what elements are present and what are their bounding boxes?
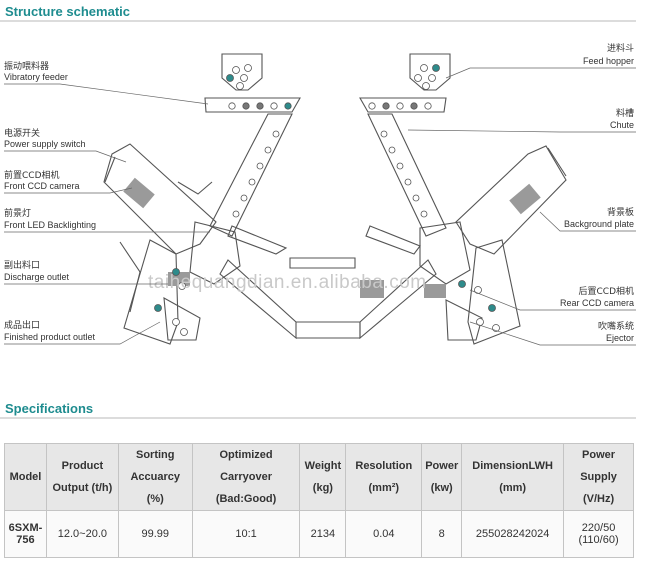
right-feeder-tray xyxy=(359,97,447,113)
right-labels: 进料斗 Feed hopper 料槽 Chute 背景板 Background … xyxy=(560,42,634,343)
left-camera-housing xyxy=(103,143,217,255)
left-feeder-tray xyxy=(204,97,301,113)
label-chute-cn: 料槽 xyxy=(616,107,634,119)
label-finished-outlet-en: Finished product outlet xyxy=(4,332,96,342)
header-model: Model xyxy=(4,443,47,511)
label-discharge-outlet-en: Discharge outlet xyxy=(4,272,70,282)
header-dimension: DimensionLWH(mm) xyxy=(461,443,565,511)
cell-resolution: 0.04 xyxy=(345,510,423,558)
right-inspection-block xyxy=(419,221,471,285)
label-front-camera-cn: 前置CCD相机 xyxy=(4,169,60,181)
label-front-led-en: Front LED Backlighting xyxy=(4,220,96,230)
structure-schematic: taihequangdian.en.alibaba.com 振动喂料器 Vibr… xyxy=(4,42,636,346)
label-background-plate-cn: 背景板 xyxy=(607,206,634,218)
cell-dimension: 255028242024 xyxy=(461,510,565,558)
label-feed-hopper-cn: 进料斗 xyxy=(607,42,634,54)
right-camera-housing xyxy=(455,145,567,255)
label-power-switch-en: Power supply switch xyxy=(4,139,86,149)
label-feed-hopper-en: Feed hopper xyxy=(583,56,634,66)
watermark: taihequangdian.en.alibaba.com xyxy=(148,272,427,293)
cell-carryover: 10:1 xyxy=(191,510,301,558)
label-finished-outlet-cn: 成品出口 xyxy=(4,319,40,331)
label-rear-camera-cn: 后置CCD相机 xyxy=(579,285,635,297)
label-front-led-cn: 前景灯 xyxy=(4,207,31,219)
header-power: Power(kw) xyxy=(421,443,463,511)
left-outlet xyxy=(123,239,179,345)
label-front-camera-en: Front CCD camera xyxy=(4,181,80,191)
label-rear-camera-en: Rear CCD camera xyxy=(560,298,634,308)
right-hopper xyxy=(409,53,451,91)
cell-model: 6SXM-756 xyxy=(4,510,47,558)
header-resolution: Resolution(mm²) xyxy=(345,443,423,511)
label-ejector-en: Ejector xyxy=(606,333,634,343)
cell-accuracy: 99.99 xyxy=(117,510,193,558)
label-discharge-outlet-cn: 副出料口 xyxy=(4,259,40,271)
label-background-plate-en: Background plate xyxy=(564,219,634,229)
label-vibratory-feeder-en: Vibratory feeder xyxy=(4,72,68,82)
table-row: 6SXM-756 12.0~20.0 99.99 10:1 2134 0.04 … xyxy=(4,510,634,558)
left-hopper xyxy=(221,53,263,91)
header-weight: Weight(kg) xyxy=(299,443,347,511)
left-inspection-block xyxy=(189,221,241,285)
cell-output: 12.0~20.0 xyxy=(45,510,119,558)
label-power-switch-cn: 电源开关 xyxy=(4,127,40,139)
specifications-title-rule xyxy=(0,417,636,419)
label-chute-en: Chute xyxy=(610,120,634,130)
right-v-arm xyxy=(359,259,437,340)
cell-power: 8 xyxy=(421,510,463,558)
structure-title: Structure schematic xyxy=(5,4,130,19)
cell-power-supply: 220/50(110/60) xyxy=(563,510,634,558)
left-leader-lines xyxy=(4,83,210,345)
right-leader-lines xyxy=(407,67,636,346)
specifications-title: Specifications xyxy=(5,401,94,416)
label-ejector-cn: 吹嘴系统 xyxy=(598,320,634,332)
left-chute xyxy=(209,113,293,237)
label-vibratory-feeder-cn: 振动喂料器 xyxy=(4,60,49,72)
cell-weight: 2134 xyxy=(299,510,347,558)
left-labels: 振动喂料器 Vibratory feeder 电源开关 Power supply… xyxy=(4,60,96,342)
right-outlet xyxy=(467,239,521,345)
structure-title-rule xyxy=(0,20,636,22)
right-chute xyxy=(367,113,447,237)
